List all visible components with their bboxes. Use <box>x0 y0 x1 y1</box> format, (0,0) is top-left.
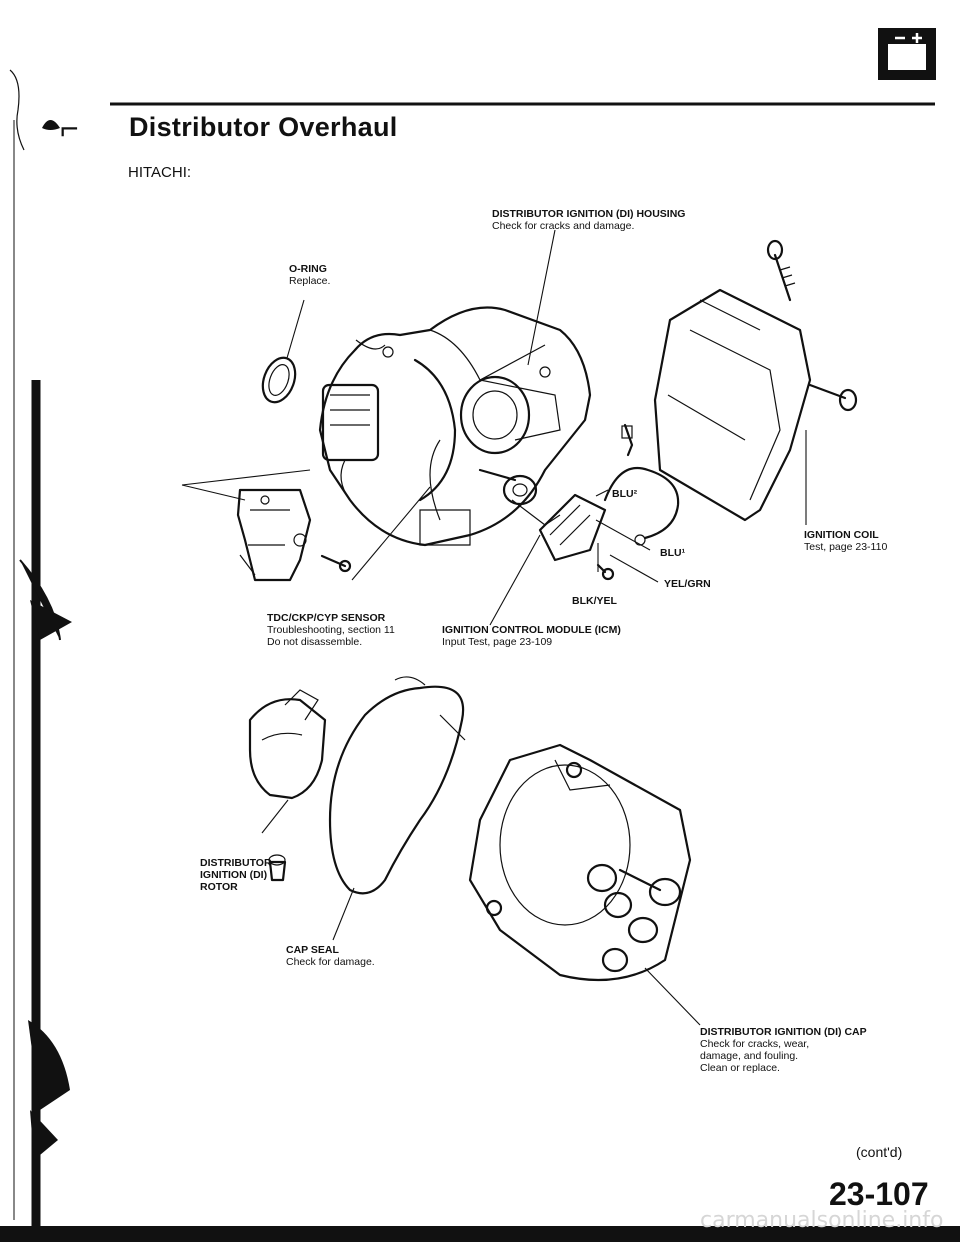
footer-bar <box>0 1226 960 1242</box>
cap-note-3: Clean or replace. <box>700 1062 780 1074</box>
leader-lines <box>181 229 807 1026</box>
coil-name: IGNITION COIL <box>804 529 879 541</box>
wire-blu1: BLU¹ <box>660 547 686 559</box>
cap-drawing <box>468 743 692 982</box>
wire-blu2: BLU² <box>612 488 638 500</box>
coil-drawing <box>653 239 858 522</box>
housing-note: Check for cracks and damage. <box>492 220 635 232</box>
cap-seal-note: Check for damage. <box>286 956 375 968</box>
o-ring-drawing <box>261 356 297 404</box>
oring-name: O-RING <box>289 263 327 275</box>
binding-margin <box>9 69 72 1242</box>
cap-name: DISTRIBUTOR IGNITION (DI) CAP <box>700 1026 867 1038</box>
coil-note: Test, page 23-110 <box>804 541 888 553</box>
oring-label: O-RING Replace. <box>289 263 330 287</box>
wire-yel-grn: YEL/GRN <box>664 578 711 590</box>
sensor-name: TDC/CKP/CYP SENSOR <box>267 612 386 624</box>
cap-seal-drawing <box>328 676 466 895</box>
rotor-label: DISTRIBUTOR IGNITION (DI) ROTOR <box>200 857 272 893</box>
watermark: carmanualsonline.info <box>700 1208 944 1233</box>
sensor-note-1: Troubleshooting, section 11 <box>267 624 395 636</box>
section-mark-icon: ⌐ <box>60 110 79 146</box>
rotor-line-1: DISTRIBUTOR <box>200 857 272 869</box>
page-number: 23-107 <box>829 1176 929 1212</box>
housing-name: DISTRIBUTOR IGNITION (DI) HOUSING <box>492 208 686 220</box>
coil-label: IGNITION COIL Test, page 23-110 <box>804 529 887 553</box>
sensor-label: TDC/CKP/CYP SENSOR Troubleshooting, sect… <box>267 612 395 648</box>
sensor-bracket-drawing <box>236 488 352 582</box>
icm-label: IGNITION CONTROL MODULE (ICM) Input Test… <box>442 624 621 648</box>
page-title: Distributor Overhaul <box>129 112 398 142</box>
housing-label: DISTRIBUTOR IGNITION (DI) HOUSING Check … <box>492 208 685 232</box>
battery-icon <box>878 28 936 80</box>
icm-note: Input Test, page 23-109 <box>442 636 553 648</box>
cap-note-2: damage, and fouling. <box>700 1050 799 1062</box>
rotor-line-3: ROTOR <box>200 881 238 893</box>
oring-note: Replace. <box>289 275 331 287</box>
icm-name: IGNITION CONTROL MODULE (ICM) <box>442 624 621 636</box>
wire-blk-yel: BLK/YEL <box>572 595 617 607</box>
rotor-line-2: IGNITION (DI) <box>200 869 268 881</box>
housing-drawing <box>318 306 592 547</box>
sensor-note-2: Do not disassemble. <box>267 636 363 648</box>
cap-seal-name: CAP SEAL <box>286 944 339 956</box>
page-subtitle: HITACHI: <box>128 164 192 181</box>
continued-note: (cont'd) <box>856 1144 903 1160</box>
margin-tab-mark <box>42 120 60 130</box>
cap-seal-label: CAP SEAL Check for damage. <box>286 944 375 968</box>
cap-label: DISTRIBUTOR IGNITION (DI) CAP Check for … <box>700 1026 867 1074</box>
cap-note-1: Check for cracks, wear, <box>700 1038 810 1050</box>
rotor-drawing <box>248 689 327 882</box>
